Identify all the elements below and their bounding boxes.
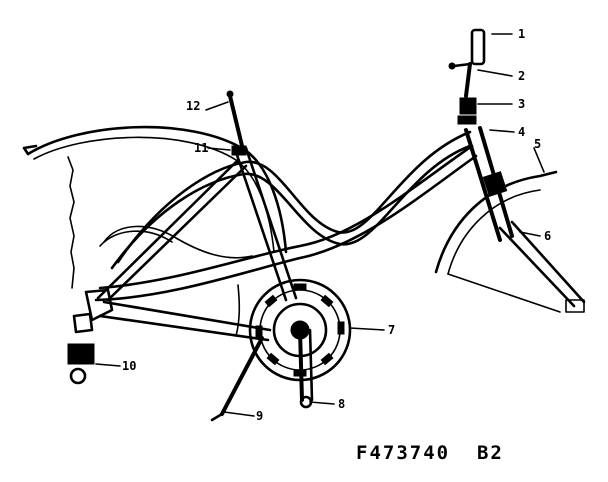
chain-stay [102, 300, 272, 332]
seat-stay [96, 158, 240, 300]
seat-stay-2 [106, 164, 248, 302]
fork-dropout [565, 299, 585, 313]
headset-nut [459, 97, 477, 115]
rear-reflector-lamp [69, 367, 87, 385]
rear-axle-nut [72, 312, 94, 334]
rear-fender-tip [22, 144, 38, 156]
rear-fender [26, 125, 288, 254]
seat-tube-back [234, 150, 288, 302]
rear-fender-strut [67, 156, 75, 289]
curved-top-tube [116, 130, 472, 264]
leader-lines [95, 33, 545, 417]
head-tube [464, 128, 502, 242]
expander-bolt [470, 28, 486, 66]
front-fender-brace [447, 273, 561, 313]
callout-2: 2 [518, 69, 525, 83]
front-fork-back [510, 220, 586, 304]
kickstand [220, 336, 264, 416]
front-fender-inner [447, 189, 541, 275]
seat-clamp [231, 145, 247, 156]
curved-top-tube-back [110, 144, 472, 270]
brake-cable [103, 225, 253, 259]
kickstand-foot [210, 412, 224, 422]
callout-4: 4 [518, 125, 525, 139]
rear-dropout [84, 288, 114, 322]
seat-post-top [226, 90, 234, 98]
callout-5: 5 [534, 137, 541, 151]
lower-main-tube-back [98, 144, 474, 290]
head-tube-band [482, 171, 508, 197]
callout-9: 9 [256, 409, 263, 423]
callout-12: 12 [186, 99, 200, 113]
front-fender [434, 170, 558, 274]
crank-arm-back [308, 328, 314, 402]
callout-3: 3 [518, 97, 525, 111]
front-fork [498, 226, 576, 308]
seat-post [228, 94, 245, 152]
stem-bolt-head [448, 62, 456, 70]
drawing-code: F473740 B2 [356, 442, 504, 464]
callout-1: 1 [518, 27, 525, 41]
callout-10: 10 [122, 359, 136, 373]
callout-8: 8 [338, 397, 345, 411]
callout-6: 6 [544, 229, 551, 243]
callout-11: 11 [194, 141, 208, 155]
stem-bolt [452, 62, 472, 68]
handlebar-stem [464, 62, 472, 98]
brake-cable-2 [99, 230, 173, 247]
headset-washer [457, 115, 477, 125]
crank-arm [298, 328, 304, 402]
rear-reflector [67, 343, 95, 365]
seat-tube [244, 146, 298, 300]
callout-7: 7 [388, 323, 395, 337]
chain-stay-lower [98, 314, 270, 342]
lower-main-tube [94, 154, 478, 302]
rear-fender-lower [235, 284, 241, 337]
